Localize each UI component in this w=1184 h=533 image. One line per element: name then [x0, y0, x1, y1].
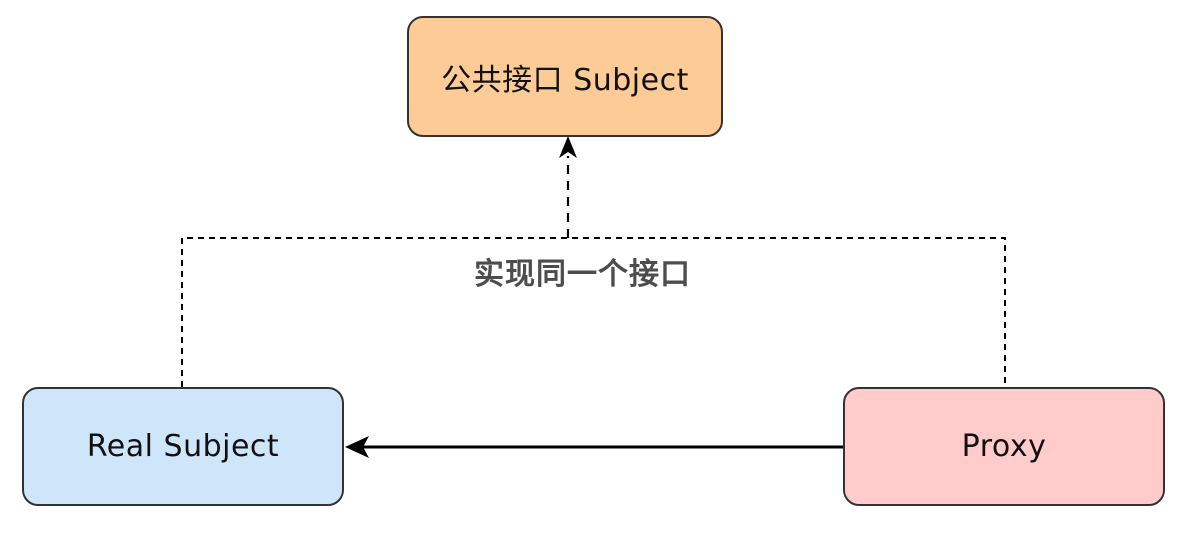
implements-edge-label: 实现同一个接口	[474, 257, 691, 292]
node-proxy: Proxy	[843, 387, 1165, 506]
implements-edge-bracket	[181, 237, 1006, 387]
node-proxy-label: Proxy	[961, 429, 1047, 464]
implements-arrowhead-icon	[559, 136, 577, 158]
node-subject: 公共接口 Subject	[407, 16, 723, 137]
node-real-subject: Real Subject	[22, 387, 344, 506]
node-subject-label: 公共接口 Subject	[441, 62, 689, 98]
delegates-arrowhead-icon	[345, 436, 369, 458]
node-real-subject-label: Real Subject	[86, 429, 280, 464]
